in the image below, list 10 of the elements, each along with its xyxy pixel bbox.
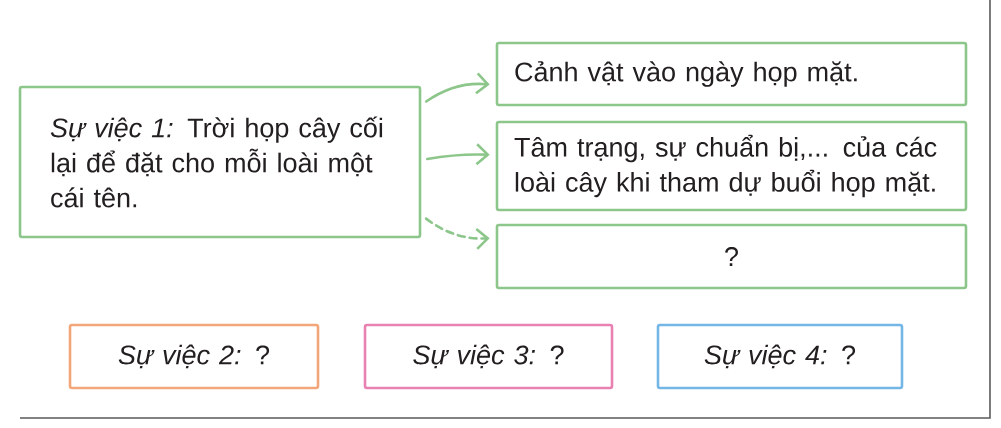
arrow [424, 72, 490, 103]
text-box: Sự việc 1: Trời họp cây cối lại để đặt cho mỗi loài một cái tên. [18, 85, 422, 239]
text-box: ? [495, 223, 968, 290]
text-box: Cảnh vật vào ngày họp mặt. [495, 41, 968, 107]
text-box: Tâm trạng, sự chuẩn bị,... của các loài cây khi tham dự buổi họp mặt. [495, 120, 968, 212]
text-box: Sự việc 2: ? [68, 323, 320, 390]
text-box: Sự việc 4: ? [656, 323, 904, 390]
text-box: Sự việc 3: ? [363, 323, 614, 390]
arrow [424, 217, 490, 250]
arrow [425, 143, 490, 166]
